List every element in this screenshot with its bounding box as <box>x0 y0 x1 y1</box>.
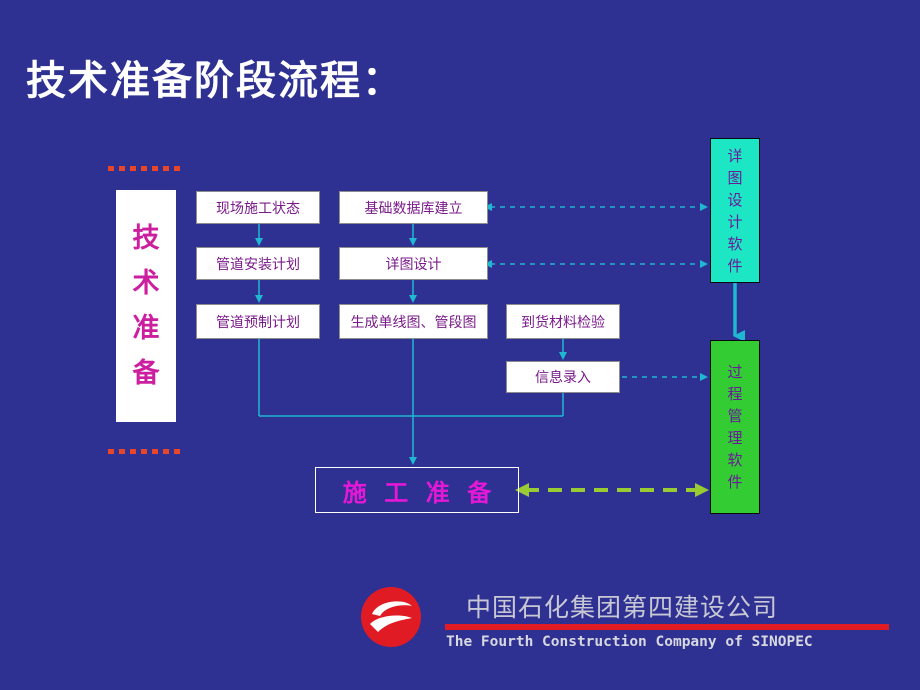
page-title: 技术准备阶段流程： <box>26 58 404 104</box>
process-management-software-box: 过 程 管 理 软 件 <box>710 340 760 514</box>
side-label-char: 技 <box>132 223 160 254</box>
software-char: 理 <box>727 429 743 447</box>
software-char: 详 <box>727 146 743 165</box>
side-label-char: 术 <box>132 268 160 299</box>
info-entry-box: 信息录入 <box>506 361 620 393</box>
software-char: 件 <box>727 473 743 491</box>
side-label-char: 备 <box>132 358 160 389</box>
detail-design-software-box: 详 图 设 计 软 件 <box>710 138 760 283</box>
software-char: 图 <box>727 168 743 187</box>
software-char: 过 <box>727 363 743 381</box>
company-name-english: The Fourth Construction Company of SINOP… <box>446 634 813 650</box>
footer-red-bar <box>445 624 889 630</box>
prep-char: 备 <box>467 477 492 507</box>
database-build-box: 基础数据库建立 <box>339 191 488 224</box>
software-char: 软 <box>727 451 743 469</box>
construction-prep-box: 施 工 准 备 <box>315 467 519 513</box>
sinopec-logo-icon <box>361 587 421 647</box>
company-name-chinese: 中国石化集团第四建设公司 <box>466 593 779 622</box>
detail-design-box: 详图设计 <box>339 247 488 280</box>
software-char: 计 <box>727 212 743 231</box>
software-char: 软 <box>727 234 743 253</box>
prep-char: 准 <box>425 477 450 507</box>
generate-drawings-box: 生成单线图、管段图 <box>339 304 488 339</box>
software-char: 程 <box>727 385 743 403</box>
prep-char: 施 <box>342 477 367 507</box>
pipe-prefab-plan-box: 管道预制计划 <box>196 304 320 339</box>
decorative-dots-top <box>108 166 182 171</box>
software-char: 管 <box>727 407 743 425</box>
prep-char: 工 <box>384 477 409 507</box>
software-char: 件 <box>727 256 743 275</box>
site-status-box: 现场施工状态 <box>196 191 320 224</box>
pipe-install-plan-box: 管道安装计划 <box>196 247 320 280</box>
software-char: 设 <box>727 190 743 209</box>
side-label-box: 技 术 准 备 <box>116 190 176 422</box>
material-inspection-box: 到货材料检验 <box>506 304 620 339</box>
decorative-dots-bottom <box>108 449 182 454</box>
side-label-char: 准 <box>132 313 160 344</box>
